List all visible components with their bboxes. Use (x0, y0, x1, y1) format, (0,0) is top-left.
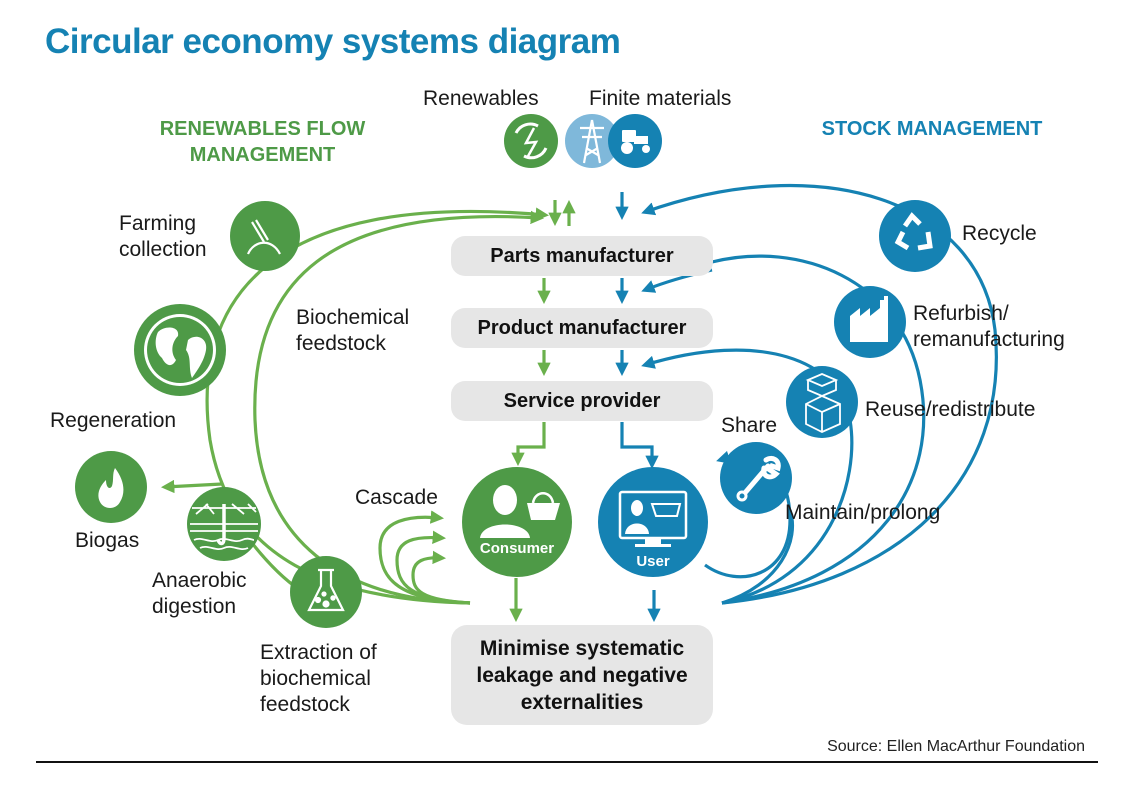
section-renewables-flow: RENEWABLES FLOW MANAGEMENT (159, 118, 366, 166)
label-maintain: Maintain/prolong (785, 501, 941, 524)
recycle-node (879, 200, 951, 272)
consumer-label: Consumer (480, 540, 554, 557)
label-share: Share (721, 414, 778, 437)
renewable-energy-icon (514, 122, 548, 160)
section-stock-management: STOCK MANAGEMENT (821, 118, 1043, 140)
label-farming-collection: Farming collection (119, 212, 207, 261)
renewables-energy-node (504, 114, 558, 168)
user-node: User (598, 467, 708, 577)
arrow-service-to-consumer (511, 422, 546, 467)
flame-icon (98, 468, 124, 508)
label-regeneration: Regeneration (50, 409, 177, 432)
flow-biogas (160, 479, 223, 494)
tractor-icon (621, 130, 650, 154)
label-cascade: Cascade (355, 486, 438, 509)
arrow-service-to-user (620, 422, 659, 470)
user-label: User (636, 553, 670, 570)
box-outcome: Minimise systematic leakage and negative… (451, 625, 713, 725)
biogas-node (75, 451, 147, 523)
power-pylon-icon (580, 119, 604, 164)
hand-tool-icon (246, 219, 281, 255)
recycle-icon (894, 212, 933, 251)
flow-cascade-3 (411, 550, 471, 605)
label-finite-materials: Finite materials (589, 87, 732, 110)
box-service-provider: Service provider (451, 381, 713, 421)
factory-icon (850, 296, 888, 342)
source-credit: Source: Ellen MacArthur Foundation (827, 738, 1085, 755)
page-title: Circular economy systems diagram (45, 22, 621, 61)
monitor-cart-icon (618, 490, 688, 547)
label-anaerobic-digestion: Anaerobic digestion (152, 569, 247, 618)
finite-tractor-node (608, 114, 662, 168)
label-renewables: Renewables (423, 87, 539, 110)
label-reuse: Reuse/redistribute (865, 398, 1036, 421)
soil-layers-icon (190, 503, 258, 551)
label-refurbish: Refurbish/ remanufacturing (913, 302, 1065, 351)
person-basket-icon (480, 485, 560, 538)
anaerobic-digestion-node (187, 487, 261, 561)
farming-collection-node (230, 201, 300, 271)
label-extraction: Extraction of biochemical feedstock (260, 641, 377, 716)
label-biochemical-feedstock: Biochemical feedstock (296, 306, 410, 355)
consumer-node: Consumer (462, 467, 572, 577)
flow-maintain (721, 509, 795, 605)
label-recycle: Recycle (962, 222, 1037, 245)
refurbish-node (834, 286, 906, 358)
box-product-manufacturer: Product manufacturer (451, 308, 713, 348)
bottom-rule (36, 761, 1098, 763)
extraction-node (290, 556, 362, 628)
flask-icon (307, 568, 345, 612)
box-icon (805, 373, 841, 433)
regeneration-node (134, 304, 226, 396)
label-biogas: Biogas (75, 529, 140, 552)
flow-refurbish (711, 254, 926, 605)
flow-recycle (641, 184, 998, 605)
box-parts-manufacturer: Parts manufacturer (451, 236, 713, 276)
maintain-node (720, 442, 792, 514)
finite-pylon-node (565, 114, 619, 168)
globe-icon (144, 314, 216, 386)
reuse-node (786, 366, 858, 438)
wrench-icon (741, 455, 781, 497)
